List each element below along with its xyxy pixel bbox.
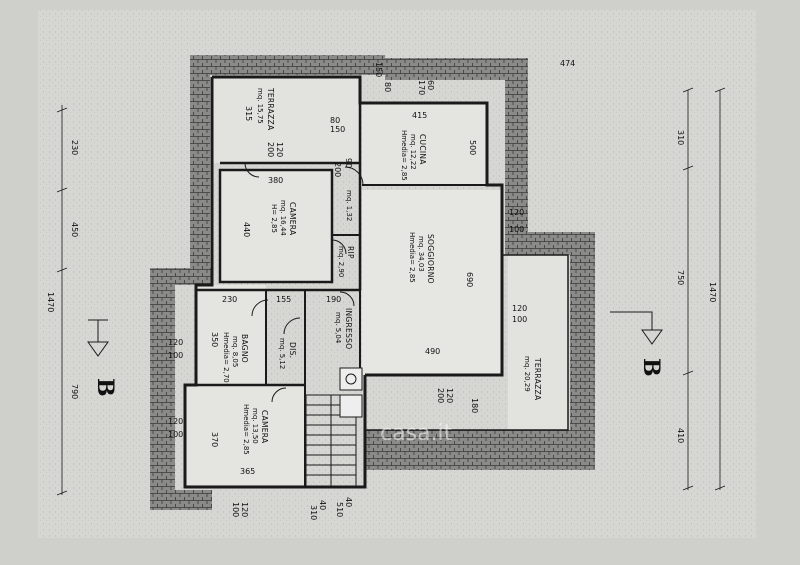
section-mark-left: B <box>92 378 118 397</box>
right-dimension-chain <box>682 87 726 491</box>
dim-80a: 80 <box>383 82 392 92</box>
left-dimension-chain <box>56 105 68 496</box>
room-camera-top-area: mq. 16,44 <box>279 200 287 236</box>
room-camera-bottom-area: mq. 13,50 <box>251 408 259 444</box>
dim-500: 500 <box>468 140 477 155</box>
dim-200a: 200 <box>266 142 275 157</box>
room-rip-small-area: mq. 1,32 <box>345 190 353 221</box>
roof-hatching <box>150 55 595 510</box>
dim-120a: 120 <box>275 142 284 157</box>
dim-120-right: 120 <box>512 304 527 313</box>
room-cucina-height: Hmedia= 2,85 <box>400 130 408 181</box>
dim-150: 150 <box>374 62 383 77</box>
dim-415: 415 <box>412 111 427 120</box>
door-swings <box>244 162 364 403</box>
dim-200-mid: 200 <box>436 388 445 403</box>
room-camera-top-name: CAMERA <box>288 202 297 236</box>
room-camera-bottom-name: CAMERA <box>260 410 269 444</box>
walls <box>183 75 569 489</box>
dim-left-230: 230 <box>70 140 79 155</box>
room-dis-name: DIS. <box>288 342 297 358</box>
dim-60: 60 <box>426 80 435 90</box>
room-soggiorno-height: Hmedia= 2,85 <box>408 232 416 283</box>
dim-80b: 80 <box>330 116 340 125</box>
dim-120-left-b: 120 <box>168 417 183 426</box>
dim-40-a: 40 <box>318 500 327 510</box>
room-dis-area: mq. 5,12 <box>278 338 286 369</box>
sheet-note: 474 <box>560 59 575 68</box>
dim-right-1470: 1470 <box>708 282 717 302</box>
room-cucina-area: mq. 12,22 <box>409 134 417 170</box>
dim-right-310: 310 <box>676 130 685 145</box>
dim-155: 155 <box>276 295 291 304</box>
dim-230-mid: 230 <box>222 295 237 304</box>
dim-120-left-a: 120 <box>168 338 183 347</box>
dim-100-bottom: 100 <box>231 502 240 517</box>
dim-120b: 120 <box>509 208 524 217</box>
room-ingresso-area: mq. 5,04 <box>334 312 342 344</box>
dim-100-left-b: 100 <box>168 430 183 439</box>
kitchen-fixtures <box>339 367 363 418</box>
dim-40-b: 40 <box>344 497 353 507</box>
room-terrazza-right-name: TERRAZZA <box>533 357 542 401</box>
dim-380: 380 <box>268 176 283 185</box>
watermark: casa.it <box>380 421 453 446</box>
room-camera-top-height: H= 2,85 <box>270 204 278 233</box>
room-labels: TERRAZZA mq. 15,75 CUCINA mq. 12,22 Hmed… <box>222 87 542 455</box>
dim-right-410: 410 <box>676 428 685 443</box>
dim-right-750: 750 <box>676 270 685 285</box>
dim-100-right: 100 <box>512 315 527 324</box>
section-marker-left <box>87 319 109 357</box>
dim-315: 315 <box>244 106 253 121</box>
staircase <box>305 394 357 488</box>
room-bagno-name: BAGNO <box>240 334 249 363</box>
dimension-labels: 150 80 170 60 415 80 150 120 200 315 500… <box>168 62 527 520</box>
dim-350: 350 <box>210 332 219 347</box>
room-terrazza-top-name: TERRAZZA <box>266 87 275 131</box>
dim-left-450: 450 <box>70 222 79 237</box>
section-mark-right: B <box>638 358 664 377</box>
room-soggiorno-name: SOGGIORNO <box>426 234 435 284</box>
dim-90: 90 <box>344 158 353 168</box>
dim-440: 440 <box>242 222 251 237</box>
dim-120-mid: 120 <box>445 388 454 403</box>
room-bagno-area: mq. 8,05 <box>231 336 239 367</box>
dim-100a: 100 <box>509 225 524 234</box>
room-terrazza-top-area: mq. 15,75 <box>256 88 264 124</box>
room-terrazza-right-area: mq. 20,29 <box>523 356 531 392</box>
dim-510: 510 <box>335 502 344 517</box>
dim-left-790: 790 <box>70 384 79 399</box>
dim-490: 490 <box>425 347 440 356</box>
room-rip-name: RIP <box>346 246 355 259</box>
room-camera-bottom-height: Hmedia= 2,85 <box>242 404 250 455</box>
dim-170: 170 <box>417 80 426 95</box>
room-cucina-name: CUCINA <box>418 134 427 165</box>
room-soggiorno-area: mq. 34,03 <box>417 236 425 272</box>
dim-180: 180 <box>470 398 479 413</box>
room-ingresso-name: INGRESSO <box>344 308 353 349</box>
section-marker-right <box>610 311 663 345</box>
dim-690: 690 <box>465 272 474 287</box>
room-rip-area: mq. 2,90 <box>337 246 345 277</box>
dim-left-1470: 1470 <box>46 292 55 312</box>
room-bagno-height: Hmedia= 2,70 <box>222 332 230 383</box>
room-fills <box>185 77 568 485</box>
dim-370: 370 <box>210 432 219 447</box>
dim-150b: 150 <box>330 125 345 134</box>
dim-200b: 200 <box>333 162 342 177</box>
dim-310-bottom: 310 <box>309 505 318 520</box>
dim-365: 365 <box>240 467 255 476</box>
dim-120-bottom: 120 <box>240 502 249 517</box>
dim-100-left-a: 100 <box>168 351 183 360</box>
dim-190: 190 <box>326 295 341 304</box>
